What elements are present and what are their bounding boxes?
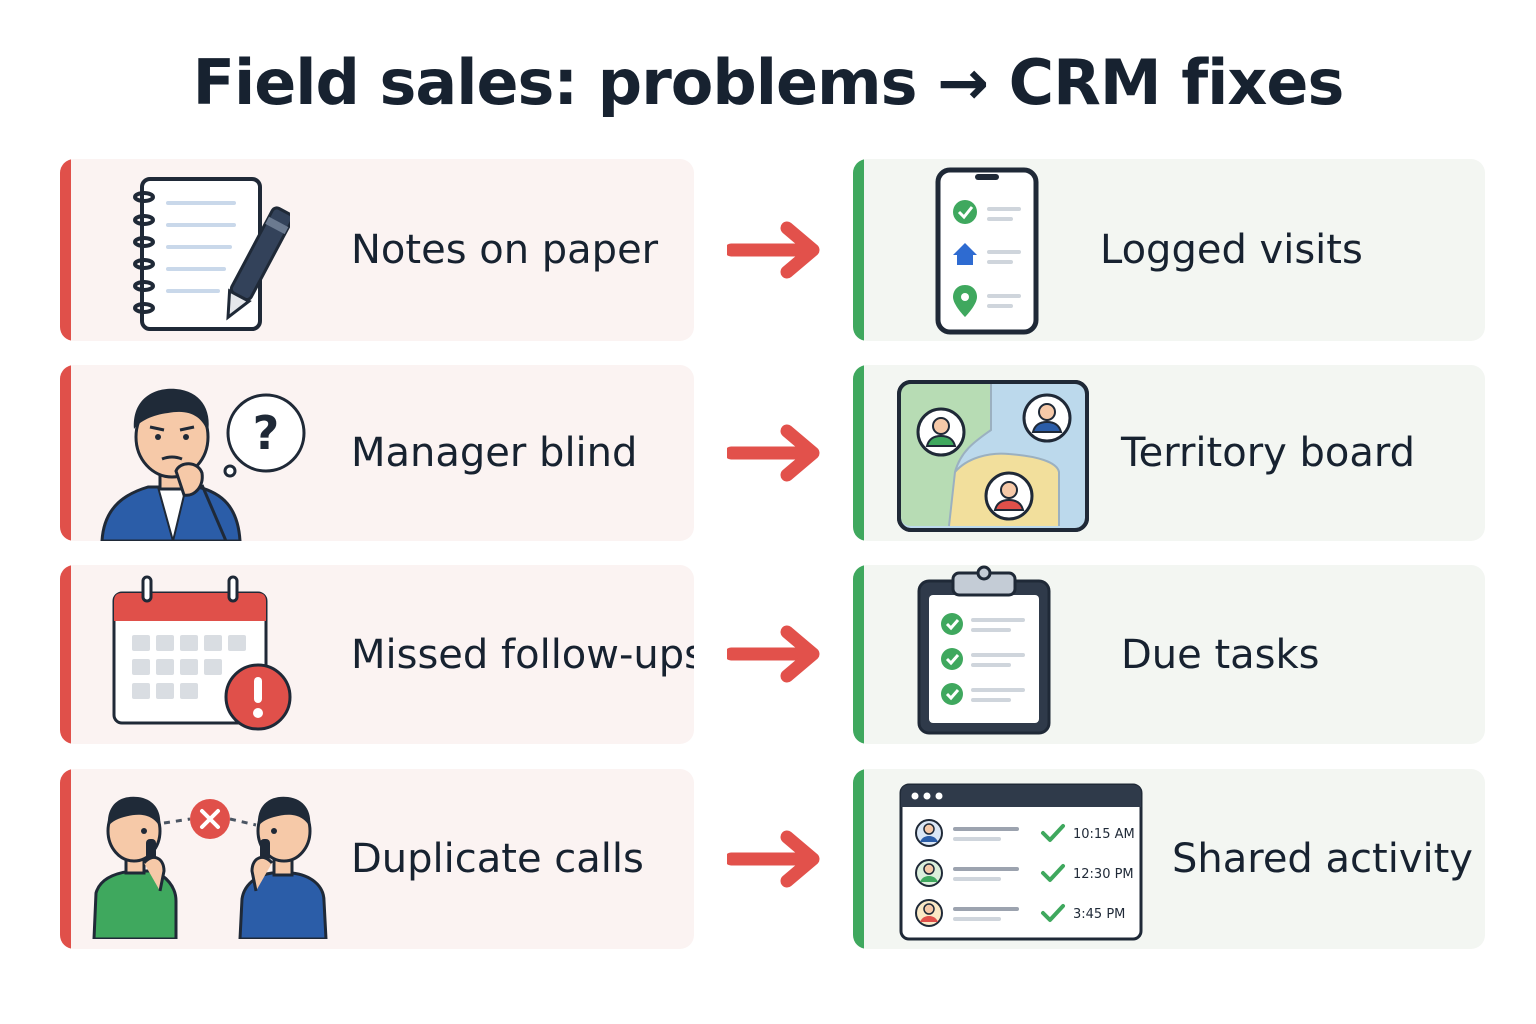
row-notes: Notes on paper Logged visits (0, 159, 1536, 341)
territory-map-icon (897, 380, 1089, 532)
problem-card-followups: Missed follow-ups (60, 565, 694, 744)
fix-card-due-tasks: Due tasks (853, 565, 1485, 744)
fix-label: Territory board (1121, 430, 1416, 476)
row-duplicate: Duplicate calls 10:15 AM (0, 769, 1536, 949)
arrow-right-icon (727, 625, 820, 683)
fix-card-logged-visits: Logged visits (853, 159, 1485, 341)
duplicate-callers-icon (92, 796, 328, 939)
svg-text:?: ? (253, 406, 280, 460)
activity-time: 10:15 AM (1073, 827, 1135, 842)
problem-card-duplicate: Duplicate calls (60, 769, 694, 949)
arrow-right-icon (727, 424, 820, 482)
fix-card-shared-activity: 10:15 AM 12:30 PM 3:45 PM Shared (853, 769, 1485, 949)
clipboard-checklist-icon (917, 565, 1051, 735)
calendar-alert-icon (112, 575, 292, 731)
activity-feed-icon: 10:15 AM 12:30 PM 3:45 PM (899, 783, 1143, 941)
row-manager: ? Manager blind (0, 365, 1536, 541)
problem-label: Notes on paper (351, 227, 659, 273)
arrow-right-icon (727, 221, 820, 279)
confused-manager-icon: ? (100, 388, 306, 541)
page-title: Field sales: problems → CRM fixes (192, 46, 1345, 119)
problem-card-notes: Notes on paper (60, 159, 694, 341)
problem-card-manager: ? Manager blind (60, 365, 694, 541)
arrow-right-icon (727, 830, 820, 888)
problem-label: Manager blind (351, 430, 638, 476)
row-followups: Missed follow-ups (0, 565, 1536, 744)
fix-card-territory: Territory board (853, 365, 1485, 541)
fix-label: Shared activity (1172, 836, 1473, 882)
activity-time: 3:45 PM (1073, 907, 1125, 922)
phone-checklist-icon (935, 167, 1039, 335)
problem-label: Duplicate calls (351, 836, 644, 882)
fix-label: Logged visits (1100, 227, 1363, 273)
activity-time: 12:30 PM (1073, 867, 1134, 882)
problem-label: Missed follow-ups (351, 631, 694, 678)
fix-label: Due tasks (1121, 631, 1320, 678)
notebook-pen-icon (133, 177, 290, 331)
